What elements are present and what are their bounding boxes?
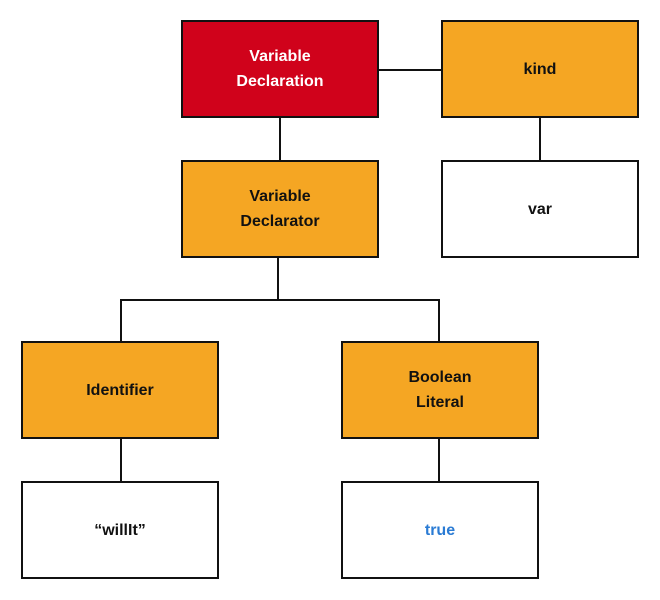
connector-identifier-value (120, 438, 122, 482)
variable-declarator-node: Variable Declarator (181, 160, 379, 258)
kind-node: kind (441, 20, 639, 118)
connector-kind-value (539, 118, 541, 162)
boolean-value-label: true (424, 521, 456, 539)
boolean-value-node: true (341, 481, 539, 579)
kind-label: kind (523, 60, 557, 78)
variable-declaration-node: Variable Declaration (181, 20, 379, 118)
connector-declarator-branch (120, 299, 440, 301)
connector-declaration-kind (378, 69, 442, 71)
identifier-value-label: “willIt” (94, 521, 146, 539)
connector-branch-identifier (120, 299, 122, 342)
identifier-value-node: “willIt” (21, 481, 219, 579)
boolean-literal-label: Boolean Literal (408, 369, 472, 411)
connector-declaration-declarator (279, 118, 281, 162)
variable-declaration-label: Variable Declaration (236, 48, 324, 90)
variable-declarator-label: Variable Declarator (240, 188, 320, 230)
kind-value-node: var (441, 160, 639, 258)
identifier-node: Identifier (21, 341, 219, 439)
connector-branch-boolean (438, 299, 440, 342)
connector-declarator-trunk (277, 258, 279, 300)
kind-value-label: var (527, 200, 553, 218)
identifier-label: Identifier (86, 381, 154, 399)
connector-boolean-value (438, 438, 440, 482)
boolean-literal-node: Boolean Literal (341, 341, 539, 439)
